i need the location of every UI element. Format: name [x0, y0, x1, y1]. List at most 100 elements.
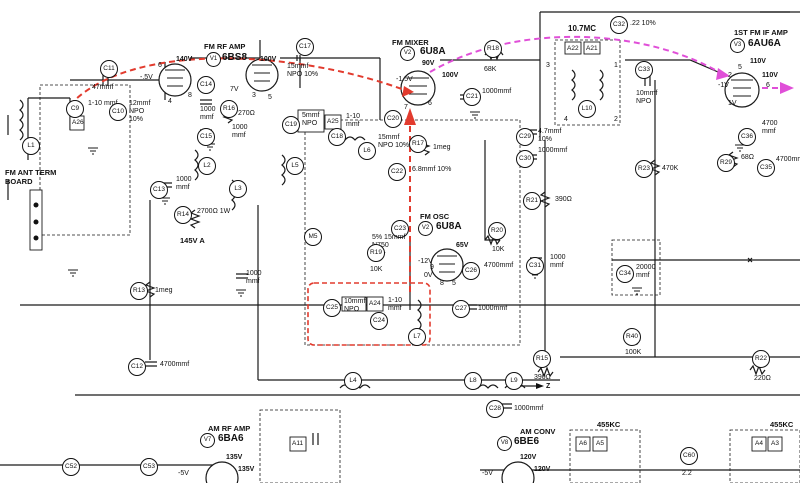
- v2b-plate-volt: 65V: [456, 242, 469, 249]
- ref-c18: C18: [328, 128, 346, 146]
- ref-a11: A11: [292, 440, 304, 447]
- v1-plate-volt: 140V: [176, 56, 193, 63]
- coil-l1: [19, 99, 24, 141]
- signal-path-if-magenta: [429, 35, 723, 75]
- ref-c35: C35: [757, 159, 775, 177]
- res-r15: [537, 366, 554, 378]
- cap-c17: [296, 55, 301, 61]
- v2b-title: FM OSC: [420, 212, 450, 221]
- arrow-rf-red: [402, 86, 414, 97]
- if-107-label: 10.7MC: [568, 24, 597, 33]
- ref-r40: R40: [623, 328, 641, 346]
- ref-l5: L5: [286, 157, 304, 175]
- val-r15: 390Ω: [534, 374, 551, 381]
- val-r17: 1meg: [433, 144, 451, 151]
- v2a-title: FM MIXER: [392, 38, 429, 47]
- if-455a-label: 455KC: [597, 420, 621, 429]
- tube-v1a: [158, 63, 192, 97]
- v1-title: FM RF AMP: [204, 42, 246, 51]
- pin-v2b-8: 8: [440, 280, 444, 287]
- signal-path-rf-red: [69, 57, 411, 106]
- val-c20: 15mmf NPO 10%: [378, 134, 410, 149]
- wire-b-plus-top: [539, 11, 610, 140]
- box-a6: [575, 436, 591, 452]
- v2a-ref: V2: [400, 46, 415, 61]
- pin-z: Z: [546, 383, 551, 390]
- pin-v1-8: 8: [188, 92, 192, 99]
- ref-r19: R19: [367, 244, 385, 262]
- ref-r17: R17: [409, 135, 427, 153]
- v2b-tube: 6U8A: [436, 221, 462, 232]
- ref-r20: R20: [488, 222, 506, 240]
- v3-grid-volt: -1V: [718, 82, 729, 89]
- v7-grid-volt: -5V: [178, 470, 189, 477]
- v1-ref: V1: [206, 52, 221, 67]
- ref-r29: R29: [717, 154, 735, 172]
- ref-l8: L8: [464, 372, 482, 390]
- box-a22: [564, 41, 582, 55]
- ref-r22: R22: [752, 350, 770, 368]
- box-a21: [583, 41, 601, 55]
- val-c28: 1000mmf: [514, 405, 544, 412]
- arrow-osc-red: [404, 108, 416, 125]
- val-c27: 1000mmf: [478, 305, 508, 312]
- ref-r15: R15: [533, 350, 551, 368]
- v8-ref: V8: [497, 436, 512, 451]
- v8-screen-volt: 120V: [534, 466, 551, 473]
- ref-c11: C11: [100, 60, 118, 78]
- ref-a21: A21: [586, 45, 598, 52]
- pin-if-3: 3: [546, 62, 550, 69]
- box-a4: [751, 436, 767, 452]
- tube-v2a: [400, 70, 436, 106]
- pin-if-4: 4: [564, 116, 568, 123]
- ref-c33: C33: [635, 61, 653, 79]
- val-c36: 4700 mmf: [762, 120, 778, 135]
- if-can-455a: [569, 429, 641, 483]
- ref-c23: C23: [391, 220, 409, 238]
- ref-m5: M5: [304, 228, 322, 246]
- val-c19: 5mmf NPO: [302, 112, 320, 127]
- ref-c36: C36: [738, 128, 756, 146]
- ref-a25: A25: [327, 118, 339, 125]
- tube-v2b: [430, 248, 464, 282]
- v8-title: AM CONV: [520, 427, 556, 436]
- pin-v2b-9: 9: [430, 264, 434, 271]
- ref-r23: R23: [635, 160, 653, 178]
- val-c32: .22 10%: [630, 20, 656, 27]
- res-r22: [749, 364, 766, 376]
- ant-term-screw-3: [33, 235, 39, 241]
- pin-v1-4: 4: [168, 98, 172, 105]
- val-c35: 4700mmf: [776, 156, 800, 163]
- cap-c-1000a: [236, 273, 248, 279]
- val-c17: 15mmf NPO 10%: [287, 63, 319, 78]
- val-a24: 1-10 mmf: [388, 297, 403, 312]
- coil-l7: [417, 299, 422, 331]
- tube-v3: [724, 72, 760, 108]
- ref-l3: L3: [229, 180, 247, 198]
- ref-c26: C26: [462, 262, 480, 280]
- val-c22: 6.8mmf 10%: [412, 166, 452, 173]
- ref-c9: C9: [66, 100, 84, 118]
- ref-c15: C15: [197, 128, 215, 146]
- v3-tube: 6AU6A: [748, 38, 781, 49]
- ref-c22: C22: [388, 163, 406, 181]
- coil-if-107: [571, 69, 604, 101]
- val-c26: 4700mmf: [484, 262, 514, 269]
- ref-c20: C20: [384, 110, 402, 128]
- val-c34: 20000 mmf: [636, 264, 656, 279]
- pin-v1-5: 5: [268, 94, 272, 101]
- val-r23: 470K: [662, 165, 679, 172]
- pin-v3-2: 2: [728, 72, 732, 79]
- ref-c13: C13: [150, 181, 168, 199]
- v7-tube: 6BA6: [218, 433, 244, 444]
- val-c13: 1000 mmf: [176, 176, 192, 191]
- ref-c19: C19: [282, 116, 300, 134]
- ref-c60: C60: [680, 447, 698, 465]
- ref-l2: L2: [198, 157, 216, 175]
- v8-plate-volt: 120V: [520, 454, 537, 461]
- val-c30: 1000mmf: [538, 147, 568, 154]
- v1-plate2-volt: 100V: [260, 56, 277, 63]
- ref-a5: A5: [596, 440, 604, 447]
- pin-v2b-5: 5: [452, 280, 456, 287]
- val-r40: 100K: [625, 349, 642, 356]
